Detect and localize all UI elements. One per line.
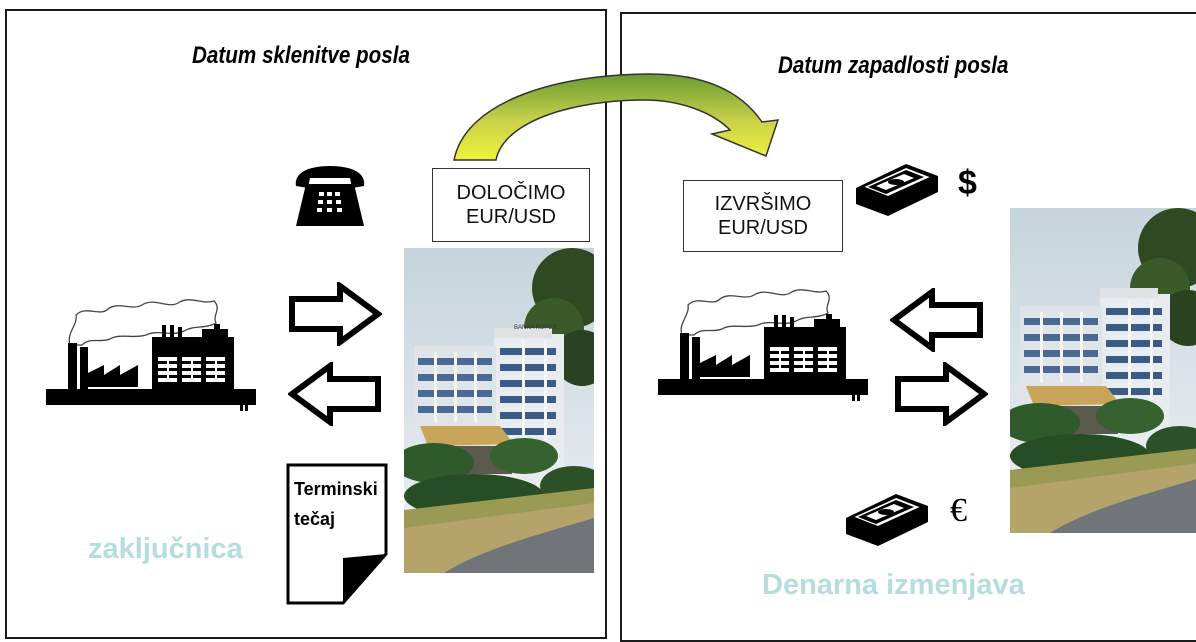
right-panel-title: Datum zapadlosti posla — [778, 52, 1009, 79]
factory-icon — [46, 266, 256, 436]
telephone-icon — [290, 162, 370, 234]
left-arrow-icon — [890, 288, 984, 352]
bank-building-photo — [1010, 208, 1196, 533]
curved-arrow-icon — [453, 73, 780, 161]
left-panel-title: Datum sklenitve posla — [192, 42, 410, 69]
money-exchange-caption: Denarna izmenjava — [762, 569, 1025, 601]
dollar-symbol: $ — [958, 164, 977, 202]
forward-rate-line-2: tečaj — [294, 509, 336, 529]
right-arrow-icon — [894, 362, 988, 426]
forward-rate-note: Terminski tečaj — [294, 474, 378, 534]
determine-rate-box: DOLOČIMO EUR/USD — [432, 168, 590, 242]
confirmation-caption: zaključnica — [88, 533, 243, 565]
right-arrow-icon — [288, 282, 382, 346]
execute-rate-line-2: EUR/USD — [717, 217, 808, 239]
forward-rate-line-1: Terminski — [294, 479, 378, 499]
euro-symbol: € — [950, 492, 967, 529]
money-bundle-icon — [852, 158, 942, 220]
money-bundle-icon — [842, 488, 932, 550]
left-arrow-icon — [288, 362, 382, 426]
execute-rate-box: IZVRŠIMO EUR/USD — [683, 180, 843, 252]
determine-rate-line-2: EUR/USD — [465, 206, 556, 228]
execute-rate-line-1: IZVRŠIMO — [714, 193, 812, 215]
bank-sign: BANKA KOPER — [514, 325, 557, 331]
bank-building-photo — [404, 248, 594, 573]
factory-icon — [658, 256, 868, 426]
determine-rate-line-1: DOLOČIMO — [456, 182, 566, 204]
